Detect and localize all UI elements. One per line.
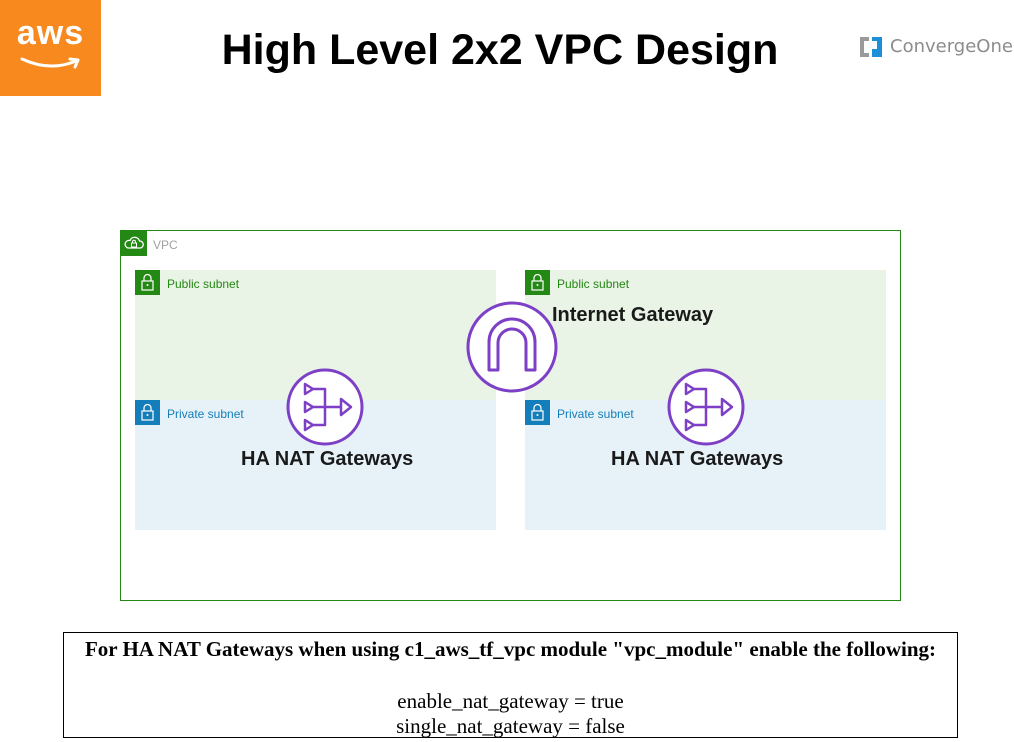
subnet-label: Private subnet <box>557 407 634 421</box>
nat-config-note: For HA NAT Gateways when using c1_aws_tf… <box>63 632 958 738</box>
nat-gateway-label: HA NAT Gateways <box>241 448 414 470</box>
subnet-label: Public subnet <box>557 277 630 291</box>
note-line: enable_nat_gateway = true <box>397 689 624 713</box>
vpc-cloud-icon <box>121 231 147 256</box>
note-line: single_nat_gateway = false <box>396 714 625 738</box>
subnet-label: Private subnet <box>167 407 244 421</box>
vpc-label: VPC <box>153 238 178 252</box>
nat-gateway-label: HA NAT Gateways <box>611 448 784 470</box>
vpc-group: VPC Public subnet Public subnet <box>120 230 901 601</box>
lock-icon <box>525 270 550 295</box>
note-heading: For HA NAT Gateways when using c1_aws_tf… <box>84 637 937 661</box>
aws-logo-text: aws <box>16 14 85 52</box>
lock-icon <box>525 400 550 425</box>
page-title: High Level 2x2 VPC Design <box>221 26 779 74</box>
nat-gateway-icon <box>286 368 364 446</box>
lock-icon <box>135 400 160 425</box>
lock-icon <box>135 270 160 295</box>
convergeone-mark-icon <box>860 37 882 57</box>
convergeone-logo: ConvergeOne <box>858 35 1014 61</box>
nat-gateway-icon <box>667 368 745 446</box>
aws-logo: aws <box>0 0 101 96</box>
internet-gateway-icon <box>466 301 558 393</box>
convergeone-logo-text: ConvergeOne <box>890 36 1013 57</box>
aws-smile-icon <box>20 57 80 69</box>
subnet-label: Public subnet <box>167 277 240 291</box>
internet-gateway-label: Internet Gateway <box>552 304 714 326</box>
